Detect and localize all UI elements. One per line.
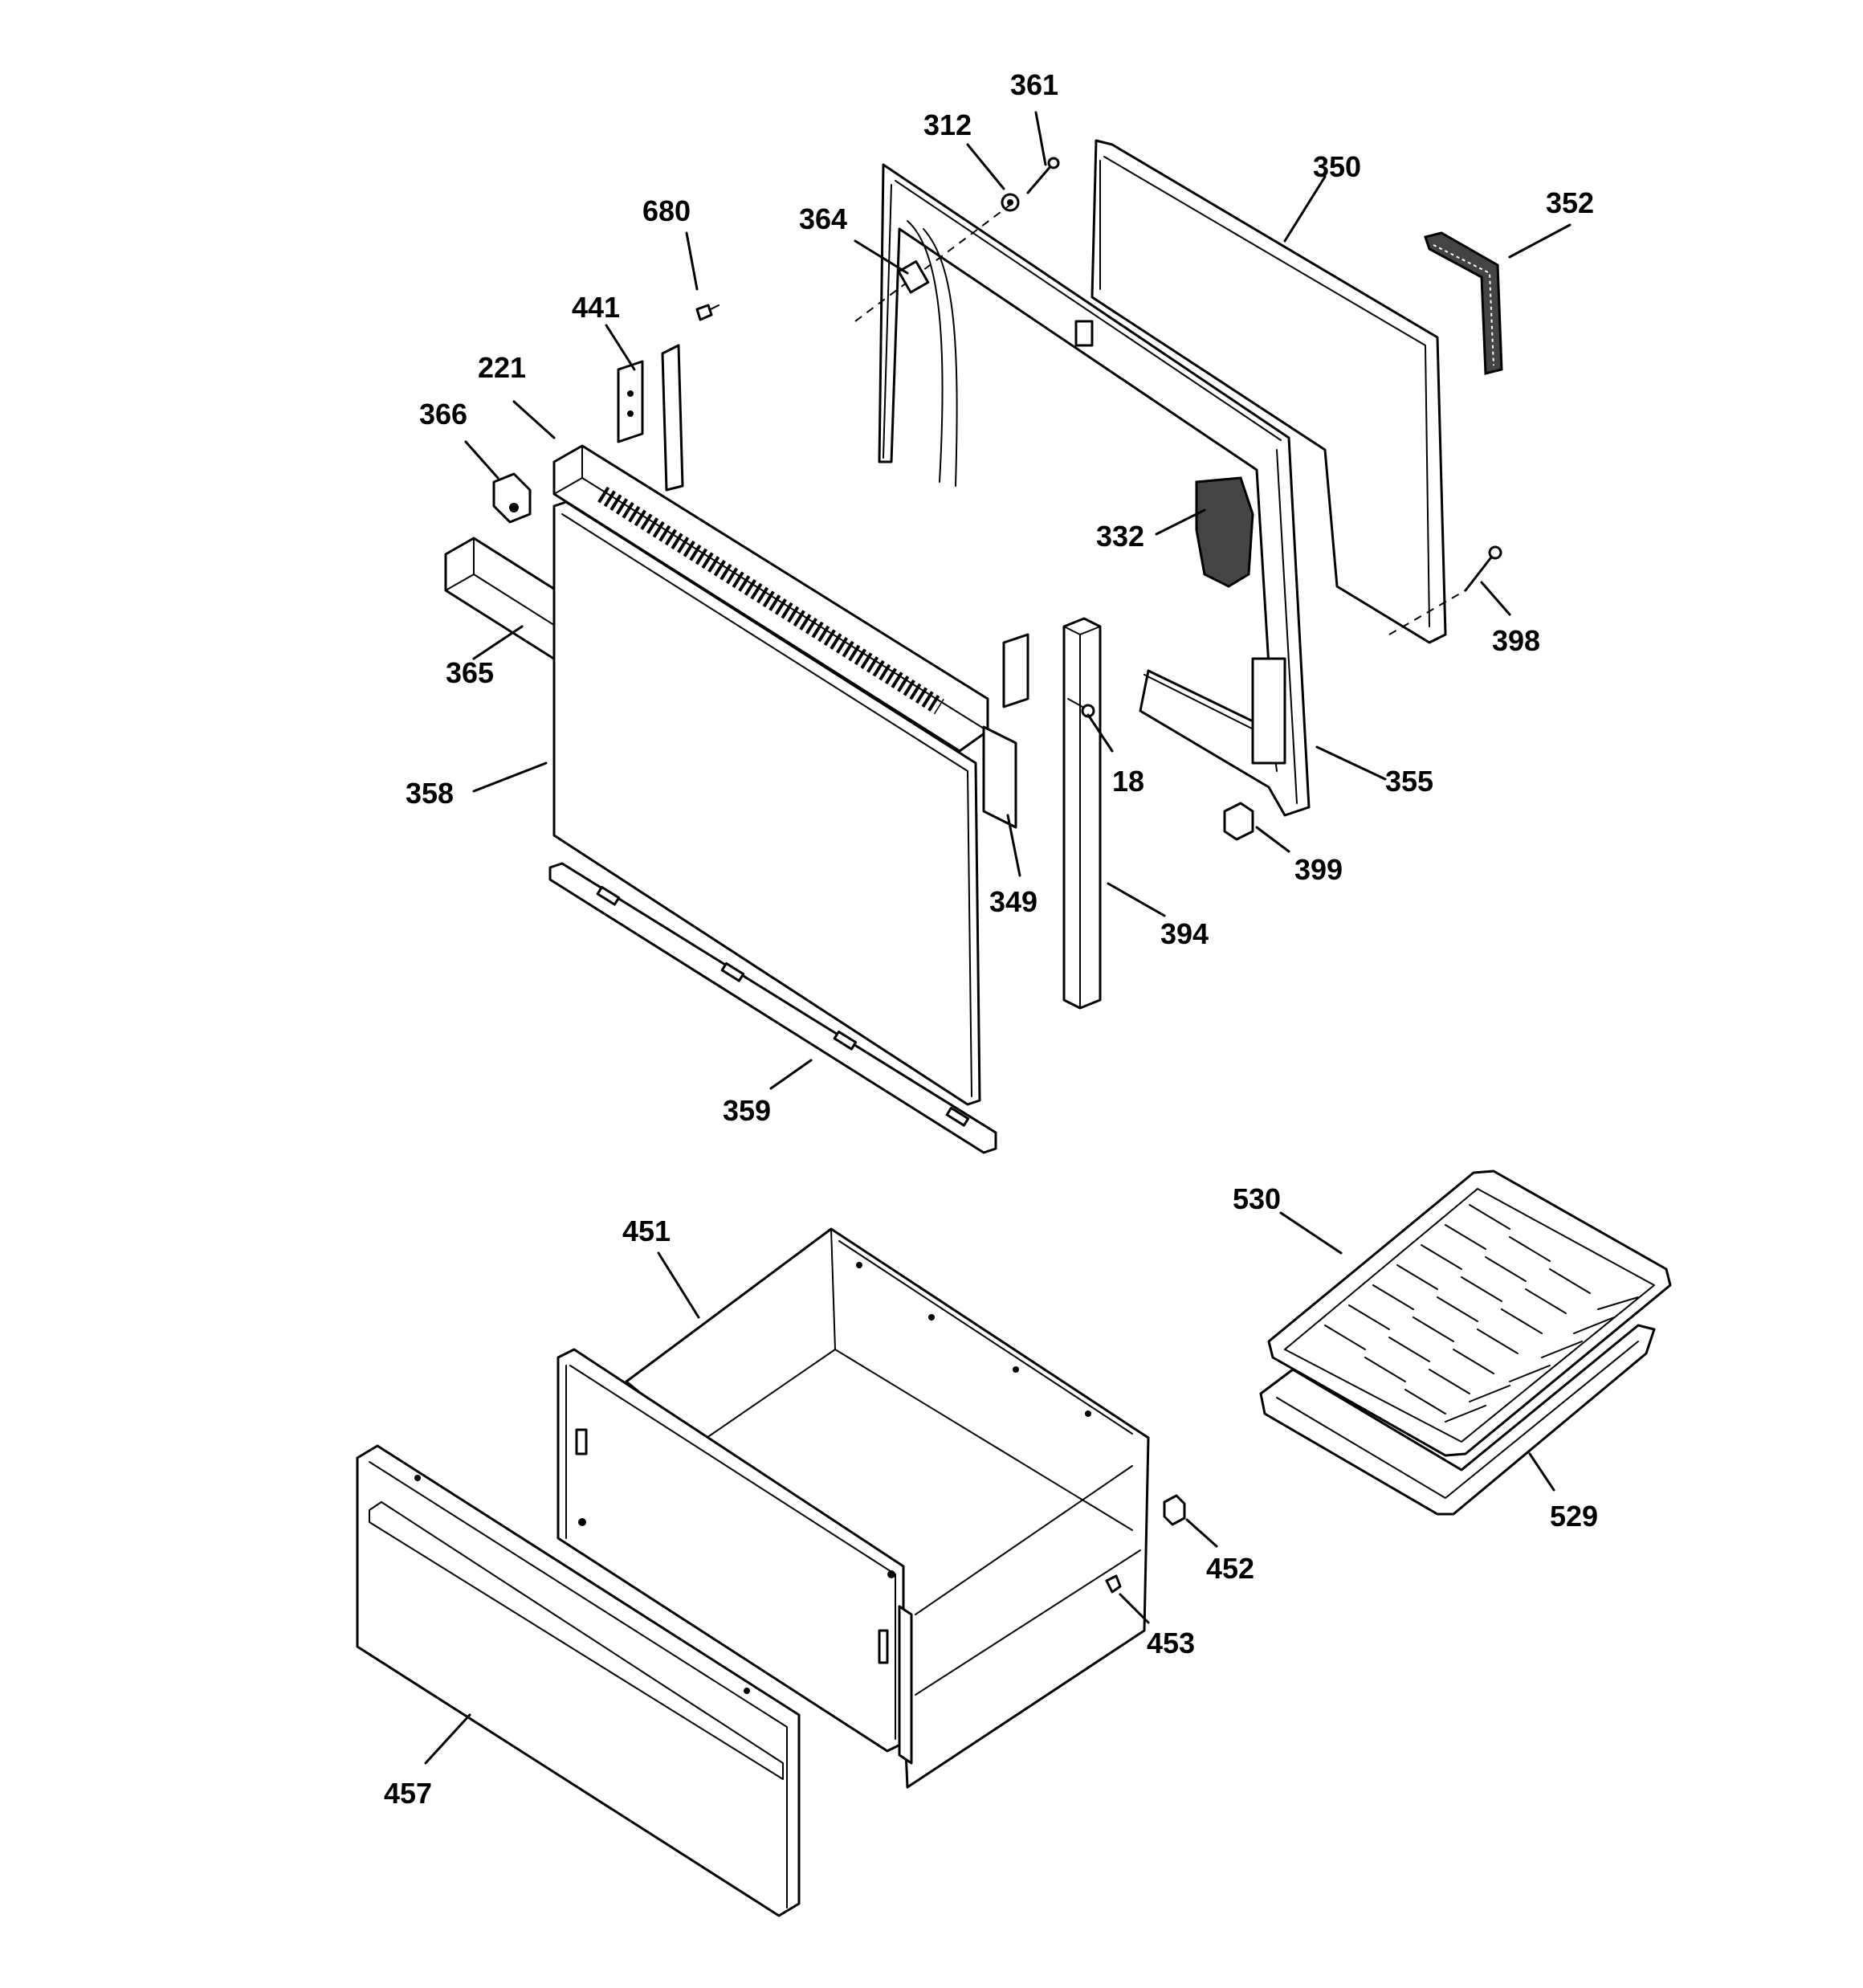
label-349: 349: [989, 885, 1037, 918]
screw-680: [695, 304, 720, 321]
drawer-rail: [878, 1605, 913, 1765]
label-453: 453: [1147, 1627, 1195, 1659]
label-312: 312: [923, 108, 972, 141]
label-365: 365: [446, 656, 494, 689]
drawer-front-457: [356, 1444, 801, 1917]
label-364: 364: [799, 202, 847, 235]
label-359: 359: [723, 1094, 771, 1127]
broiler-pan-529: [1259, 1324, 1656, 1516]
bumper-399: [1223, 802, 1254, 841]
door-gasket-352: [1424, 231, 1503, 375]
axis-line-398: [1388, 590, 1466, 635]
label-451: 451: [622, 1214, 671, 1247]
door-inner-panel-350: [1074, 139, 1447, 644]
hinge-394: [1002, 617, 1102, 1010]
label-399: 399: [1294, 853, 1343, 886]
label-457: 457: [384, 1777, 432, 1810]
leader-lines: [424, 111, 1572, 1765]
axis-line-364: [854, 204, 1011, 322]
label-352: 352: [1546, 186, 1594, 219]
screw-361: [1026, 157, 1060, 194]
label-394: 394: [1160, 917, 1209, 950]
label-530: 530: [1233, 1182, 1281, 1215]
label-441: 441: [572, 291, 620, 324]
label-355: 355: [1385, 765, 1433, 798]
label-221: 221: [478, 351, 526, 384]
label-398: 398: [1492, 624, 1540, 657]
insulation-332: [1195, 476, 1254, 588]
outer-door-panel-358: [552, 500, 981, 1106]
label-529: 529: [1550, 1500, 1598, 1533]
label-361: 361: [1010, 68, 1058, 101]
door-trim-359: [548, 862, 997, 1154]
grid-slots: [1324, 1204, 1639, 1423]
door-wrapper-349: [982, 725, 1017, 829]
drawer-stop-452: [1163, 1494, 1186, 1526]
lock-knob-366: [492, 472, 532, 524]
door-frame-355: [878, 163, 1311, 817]
label-452: 452: [1206, 1552, 1254, 1585]
drawer-body-451: [625, 1227, 1150, 1789]
label-358: 358: [406, 777, 454, 810]
drawer-bumper-453: [1105, 1574, 1122, 1594]
clip-364: [897, 260, 930, 294]
washer-312: [1001, 193, 1020, 212]
label-18: 18: [1112, 765, 1144, 798]
broiler-grid-530: [1267, 1170, 1672, 1457]
label-680: 680: [642, 194, 691, 227]
screw-398: [1464, 545, 1502, 592]
label-332: 332: [1096, 520, 1144, 553]
label-366: 366: [419, 398, 467, 431]
label-350: 350: [1313, 150, 1361, 183]
part-labels: 361 312 350 352 680 364 441 221 366 332 …: [384, 68, 1598, 1810]
hinge-bracket-441: [617, 344, 684, 492]
